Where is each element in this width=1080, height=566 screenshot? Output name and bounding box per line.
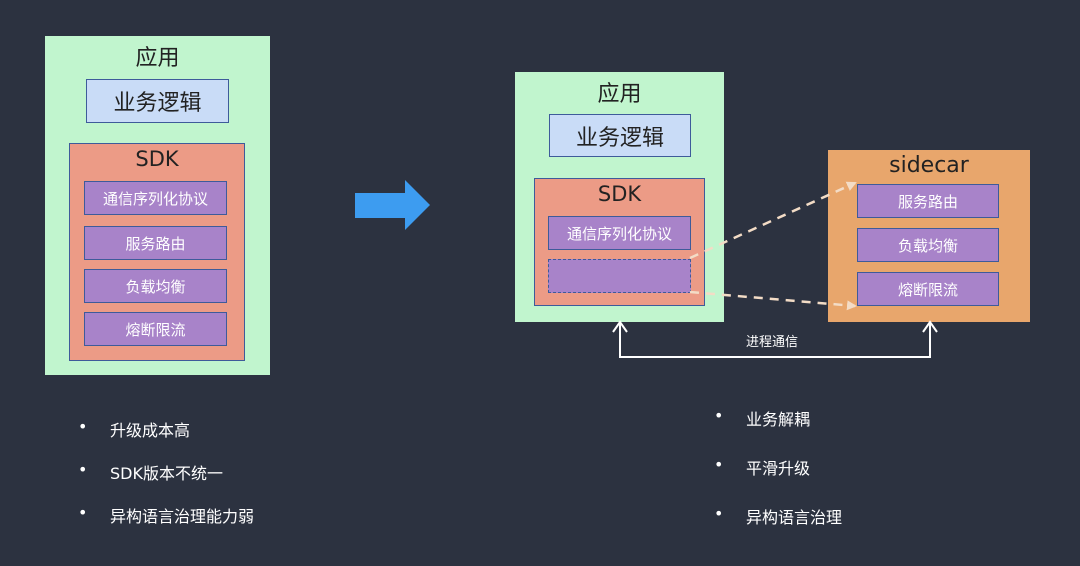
right-app-container: 应用 业务逻辑 SDK 通信序列化协议	[515, 72, 724, 322]
left-sdk-item: 服务路由	[84, 226, 227, 260]
right-sdk-box: SDK 通信序列化协议	[534, 178, 705, 306]
right-sdk-title: SDK	[597, 182, 642, 206]
right-business-logic-box: 业务逻辑	[549, 114, 691, 157]
left-app-container: 应用 业务逻辑 SDK 通信序列化协议 服务路由 负载均衡 熔断限流	[45, 36, 270, 375]
left-sdk-title: SDK	[135, 147, 179, 171]
left-app-title: 应用	[135, 46, 180, 71]
right-sdk-item: 通信序列化协议	[548, 216, 691, 250]
left-bullet: 升级成本高	[78, 417, 254, 460]
right-bullet: 业务解耦	[714, 406, 842, 455]
left-bullet: 异构语言治理能力弱	[78, 503, 254, 546]
left-sdk-item: 负载均衡	[84, 269, 227, 303]
left-sdk-box: SDK 通信序列化协议 服务路由 负载均衡 熔断限流	[69, 143, 245, 361]
sidecar-item: 熔断限流	[857, 272, 999, 306]
sidecar-item: 服务路由	[857, 184, 999, 218]
left-bullet: SDK版本不统一	[78, 460, 254, 503]
sidecar-title: sidecar	[889, 153, 969, 178]
left-sdk-item: 熔断限流	[84, 312, 227, 346]
sidecar-item: 负载均衡	[857, 228, 999, 262]
ipc-label: 进程通信	[746, 335, 799, 350]
right-sdk-empty-slot	[548, 259, 691, 293]
left-sdk-item: 通信序列化协议	[84, 181, 227, 215]
right-app-title: 应用	[597, 82, 642, 107]
left-business-logic-box: 业务逻辑	[86, 79, 229, 123]
left-bullet-list: 升级成本高 SDK版本不统一 异构语言治理能力弱	[78, 417, 254, 546]
right-bullet: 平滑升级	[714, 455, 842, 504]
right-bullet: 异构语言治理	[714, 504, 842, 553]
right-bullet-list: 业务解耦 平滑升级 异构语言治理	[714, 406, 842, 553]
sidecar-container: sidecar 服务路由 负载均衡 熔断限流	[828, 150, 1030, 322]
